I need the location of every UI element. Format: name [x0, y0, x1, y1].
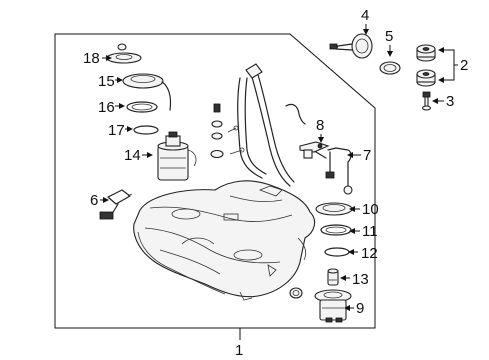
- callout-3: 3: [446, 93, 454, 110]
- part-11-ring: [320, 224, 352, 236]
- callout-8: 8: [316, 117, 324, 134]
- callout-1: 1: [235, 342, 243, 359]
- part-4-fuel-cap: [329, 33, 373, 59]
- assembly-frame: [54, 33, 376, 329]
- part-12-seal: [324, 247, 350, 257]
- fuel-tank: [133, 180, 316, 301]
- grommet-stack: [210, 103, 224, 159]
- part-14-fuel-pump: [157, 131, 197, 181]
- callout-4: 4: [361, 7, 369, 24]
- callout-16: 16: [98, 99, 115, 116]
- callout-9: 9: [356, 300, 364, 317]
- leader-2: [443, 49, 458, 81]
- callout-13: 13: [352, 271, 369, 288]
- part-5-cap-ring: [379, 61, 401, 75]
- part-8-valve: [299, 141, 330, 159]
- drain-fitting: [289, 287, 303, 299]
- part-10-gasket: [315, 202, 353, 216]
- vent-hose: [285, 103, 306, 125]
- callout-6: 6: [90, 192, 98, 209]
- callout-12: 12: [361, 245, 378, 262]
- filler-pipe: [227, 63, 295, 187]
- callout-2: 2: [460, 57, 468, 74]
- callout-5: 5: [385, 28, 393, 45]
- part-17-seal-ring: [133, 125, 159, 135]
- part-16-gasket: [126, 101, 158, 113]
- part-13-pump-fitting: [327, 268, 339, 286]
- callout-14: 14: [124, 147, 141, 164]
- callout-18: 18: [83, 50, 100, 67]
- callout-7: 7: [363, 147, 371, 164]
- part-18-lock-ring: [106, 43, 142, 64]
- callout-15: 15: [98, 73, 115, 90]
- callout-10: 10: [362, 201, 379, 218]
- part-2-insulators: [416, 44, 436, 87]
- part-15-cover: [122, 73, 172, 111]
- part-9-pump-module: [314, 289, 352, 323]
- callout-11: 11: [362, 223, 378, 240]
- part-6-sender-unit: [99, 189, 133, 220]
- part-3-bolt: [421, 91, 432, 111]
- callout-17: 17: [108, 122, 125, 139]
